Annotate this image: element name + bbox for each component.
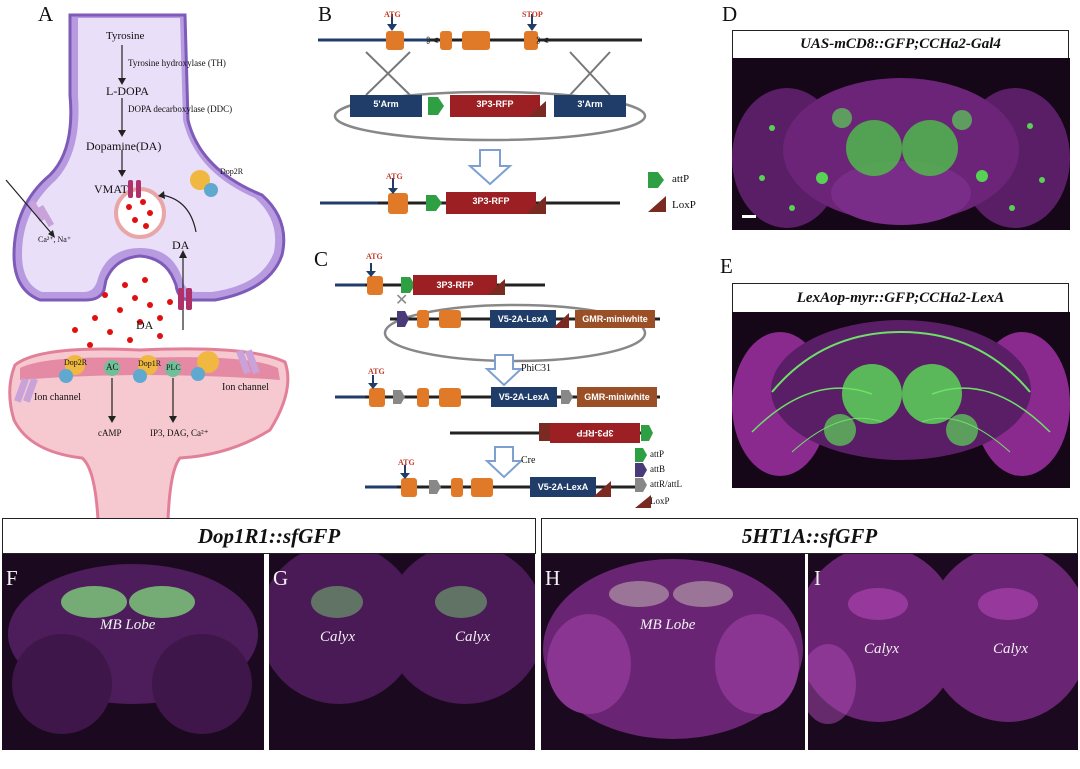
panel-label-h: H <box>545 566 561 590</box>
panel-h-mb-lobe: MB Lobe <box>640 617 696 633</box>
lexa-conversion-diagram: ✕ <box>335 263 660 508</box>
panel-h-image <box>541 554 805 750</box>
label-dop1r: Dop1R <box>138 359 162 368</box>
label-ions: Ca²⁺, Na⁺ <box>38 235 72 244</box>
label-ac: AC <box>106 362 119 372</box>
legend-attb-c: attB <box>650 464 665 474</box>
svg-text:✕: ✕ <box>395 292 408 309</box>
legend-attp-b: attP <box>672 173 690 185</box>
label-tyrosine: Tyrosine <box>106 30 145 42</box>
legend-attr-c: attR/attL <box>650 479 682 489</box>
label-da-cleft: DA <box>136 318 154 332</box>
panel-e-title: LexAop-myr::GFP;CCHa2-LexA <box>732 283 1069 313</box>
label-atg2-b: ATG <box>386 172 403 181</box>
label-atg-c1: ATG <box>366 252 383 261</box>
label-ion-right: Ion channel <box>222 382 269 393</box>
panel-fg-title: Dop1R1::sfGFP <box>2 518 536 554</box>
label-ldopa: L-DOPA <box>106 84 149 98</box>
panel-label-d: D <box>722 2 738 26</box>
label-da-reuptake: DA <box>172 238 190 252</box>
gmr-box-c1: GMR-miniwhite <box>582 314 648 324</box>
label-plc: PLC <box>166 363 181 372</box>
panel-f-image <box>2 554 264 750</box>
rfp-box-c: 3P3-RFP <box>436 280 474 290</box>
dopamine-molecules <box>72 277 173 348</box>
label-atg-c3: ATG <box>398 458 415 467</box>
label-phic31: PhiC31 <box>521 363 552 374</box>
synapse-diagram <box>5 13 290 520</box>
rfp-box-b: 3P3-RFP <box>476 99 514 109</box>
panel-label-b: B <box>318 2 333 26</box>
lexa-box-c3: V5-2A-LexA <box>537 482 589 492</box>
postsynaptic-terminal <box>8 347 290 520</box>
rfp-box-b2: 3P3-RFP <box>472 196 510 206</box>
lexa-box-c1: V5-2A-LexA <box>497 314 549 324</box>
panel-d-image <box>732 58 1070 230</box>
label-ip3: IP3, DAG, Ca²⁺ <box>150 428 209 438</box>
gmr-box-c2: GMR-miniwhite <box>584 392 650 402</box>
panel-label-g: G <box>273 566 289 590</box>
label-ion-left: Ion channel <box>34 392 81 403</box>
legend-loxp-c: LoxP <box>650 496 670 506</box>
panel-label-a: A <box>38 2 54 26</box>
label-atg-b: ATG <box>384 10 401 19</box>
label-th: Tyrosine hydroxylase (TH) <box>128 58 226 68</box>
panel-label-e: E <box>720 254 733 278</box>
legend-attp-c: attP <box>650 449 665 459</box>
label-vmat: VMAT <box>94 182 129 196</box>
panel-d-title: UAS-mCD8::GFP;CCHa2-Gal4 <box>732 30 1069 59</box>
rfp-box-c-flipped: 3P3-RFP <box>576 428 614 438</box>
panel-g-calyx-right: Calyx <box>455 629 490 645</box>
panel-hi-title: 5HT1A::sfGFP <box>541 518 1078 554</box>
panel-label-c: C <box>314 247 329 271</box>
panel-i-calyx-left: Calyx <box>864 641 899 657</box>
svg-text:✂: ✂ <box>426 33 439 50</box>
label-dopamine: Dopamine(DA) <box>86 139 162 153</box>
label-dop2r-pre: Dop2R <box>220 167 244 176</box>
arm3-box: 3'Arm <box>577 99 603 109</box>
label-dop2r-post: Dop2R <box>64 358 88 367</box>
label-ddc: DOPA decarboxylase (DDC) <box>128 104 233 114</box>
lexa-box-c2: V5-2A-LexA <box>498 392 550 402</box>
label-stop-b: STOP <box>522 10 543 19</box>
panel-e-image <box>732 312 1070 488</box>
knockin-construct-diagram: ✂ ✂ <box>318 14 666 214</box>
panel-i-image <box>808 554 1078 750</box>
panel-label-i: I <box>814 566 821 590</box>
svg-text:✂: ✂ <box>536 33 549 50</box>
label-atg-c2: ATG <box>368 367 385 376</box>
panel-g-calyx-left: Calyx <box>320 629 355 645</box>
panel-f-mb-lobe: MB Lobe <box>100 617 156 633</box>
panel-g-image <box>269 554 535 750</box>
label-cre: Cre <box>521 455 536 466</box>
legend-loxp-b: LoxP <box>672 199 696 211</box>
panel-i-calyx-right: Calyx <box>993 641 1028 657</box>
arm5-box: 5'Arm <box>373 99 399 109</box>
label-camp: cAMP <box>98 428 122 438</box>
panel-label-f: F <box>6 566 18 590</box>
